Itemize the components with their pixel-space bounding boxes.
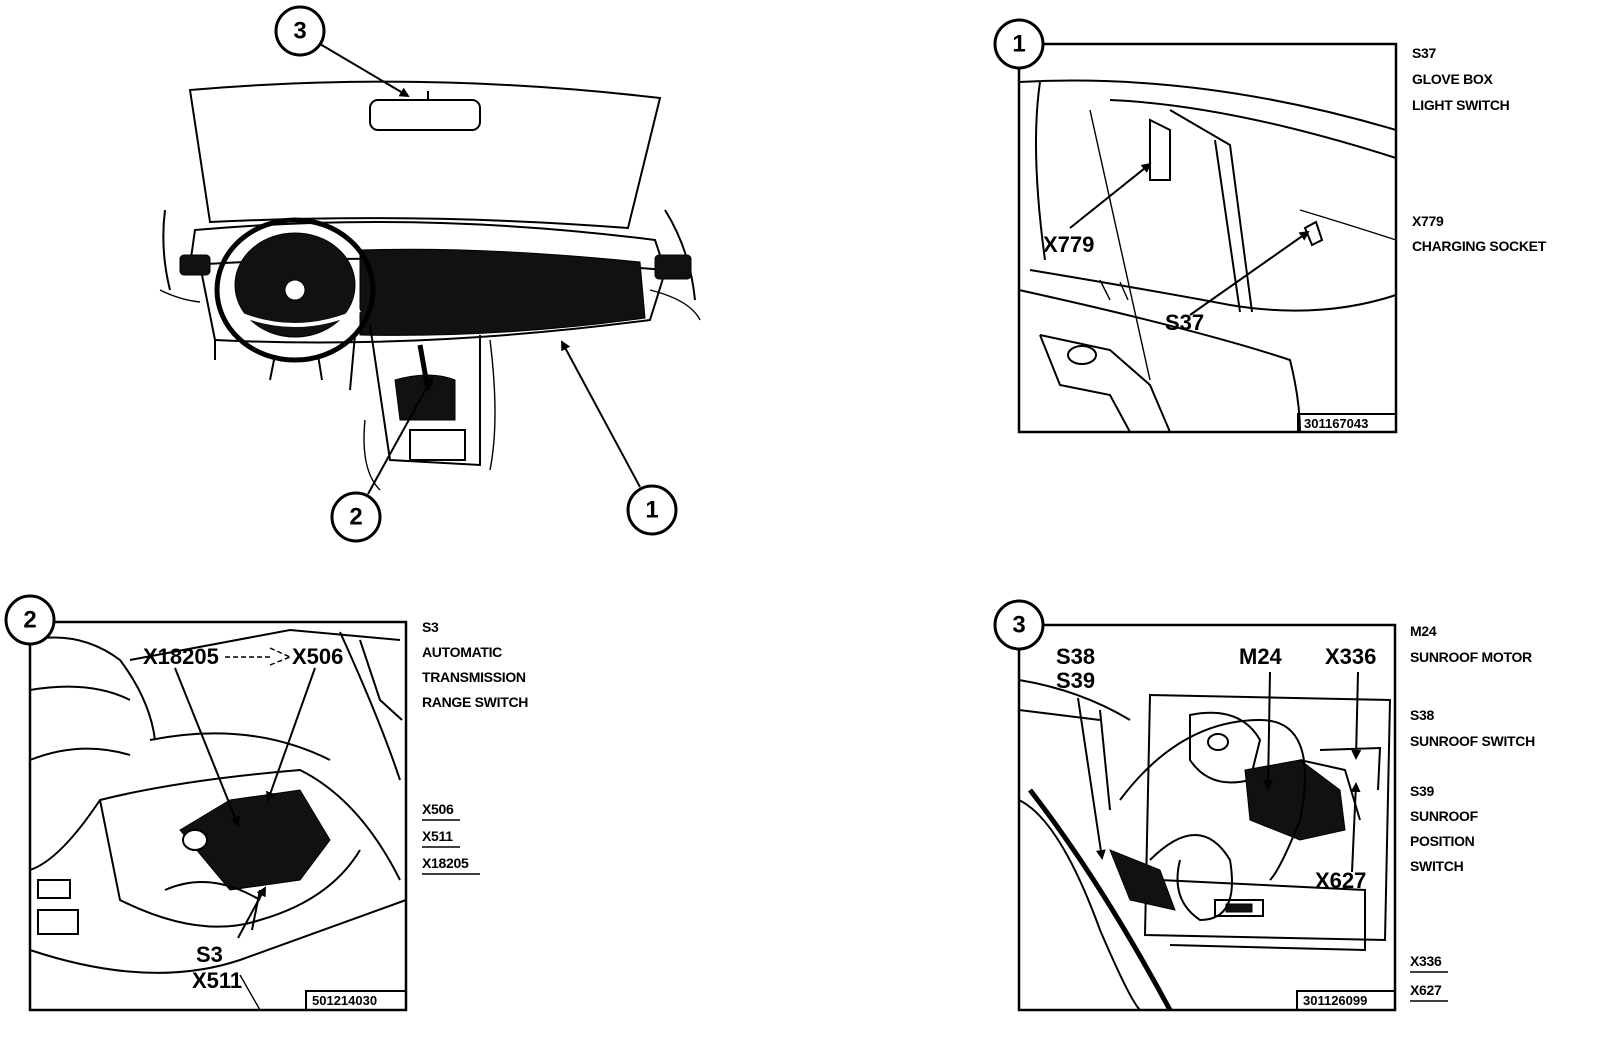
legend-m24-code: M24 bbox=[1410, 623, 1437, 639]
callout-3-number: 3 bbox=[293, 18, 306, 45]
label-s39: S39 bbox=[1056, 668, 1095, 693]
legend-s3-line2: TRANSMISSION bbox=[422, 669, 526, 685]
panel-3-ref: 301126099 bbox=[1303, 993, 1367, 1008]
legend-s37-line2: LIGHT SWITCH bbox=[1412, 97, 1510, 113]
label-x336: X336 bbox=[1325, 644, 1376, 669]
panel-2-number: 2 bbox=[23, 607, 36, 634]
legend-s3-code: S3 bbox=[422, 619, 439, 635]
legend-s39-line1: SUNROOF bbox=[1410, 808, 1479, 824]
legend-x779-code: X779 bbox=[1412, 213, 1444, 229]
legend-s3-line3: RANGE SWITCH bbox=[422, 694, 528, 710]
legend-s39-line3: SWITCH bbox=[1410, 858, 1464, 874]
panel-3-number-circle bbox=[993, 599, 1045, 651]
label-x627: X627 bbox=[1315, 868, 1366, 893]
legend-conn-x506: X506 bbox=[422, 801, 454, 817]
label-m24: M24 bbox=[1239, 644, 1283, 669]
legend-s39-line2: POSITION bbox=[1410, 833, 1475, 849]
label-x18205: X18205 bbox=[143, 644, 219, 669]
label-s3: S3 bbox=[196, 942, 223, 967]
legend-conn-x511: X511 bbox=[422, 828, 453, 844]
panel-range-switch: X18205 X506 S3 X511 2 501214030 S3 AUTOM… bbox=[4, 594, 529, 1012]
label-s37: S37 bbox=[1165, 310, 1204, 335]
callout-3 bbox=[274, 5, 326, 57]
dashboard-overview: 3 2 1 bbox=[159, 5, 701, 543]
legend-conn-x336: X336 bbox=[1410, 953, 1442, 969]
legend-conn-x18205: X18205 bbox=[422, 855, 469, 871]
callout-2 bbox=[330, 491, 382, 543]
legend-s39-code: S39 bbox=[1410, 783, 1435, 799]
legend-x779-line1: CHARGING SOCKET bbox=[1412, 238, 1547, 254]
panel-3-number: 3 bbox=[1012, 612, 1025, 639]
legend-s38-code: S38 bbox=[1410, 707, 1435, 723]
legend-s3-line1: AUTOMATIC bbox=[422, 644, 502, 660]
label-x511: X511 bbox=[192, 968, 242, 993]
label-s38: S38 bbox=[1056, 644, 1095, 669]
label-x506: X506 bbox=[292, 644, 343, 669]
panel-2-number-circle bbox=[4, 594, 56, 646]
legend-m24-line1: SUNROOF MOTOR bbox=[1410, 649, 1532, 665]
legend-s37-code: S37 bbox=[1412, 45, 1437, 61]
legend-conn-x627: X627 bbox=[1410, 982, 1442, 998]
label-x779: X779 bbox=[1043, 232, 1094, 257]
panel-glove-box: X779 S37 1 301167043 S37 GLOVE BOX LIGHT… bbox=[993, 18, 1547, 434]
panel-1-number: 1 bbox=[1012, 31, 1025, 58]
legend-s38-line1: SUNROOF SWITCH bbox=[1410, 733, 1535, 749]
panel-sunroof: S38 S39 M24 X336 X627 3 301126099 M24 SU… bbox=[993, 599, 1535, 1012]
panel-2-ref: 501214030 bbox=[312, 993, 377, 1008]
legend-s37-line1: GLOVE BOX bbox=[1412, 71, 1493, 87]
callout-1 bbox=[626, 484, 678, 536]
panel-1-number-circle bbox=[993, 18, 1045, 70]
callout-2-number: 2 bbox=[349, 504, 362, 531]
panel-1-ref: 301167043 bbox=[1304, 416, 1368, 431]
callout-1-number: 1 bbox=[645, 497, 658, 524]
